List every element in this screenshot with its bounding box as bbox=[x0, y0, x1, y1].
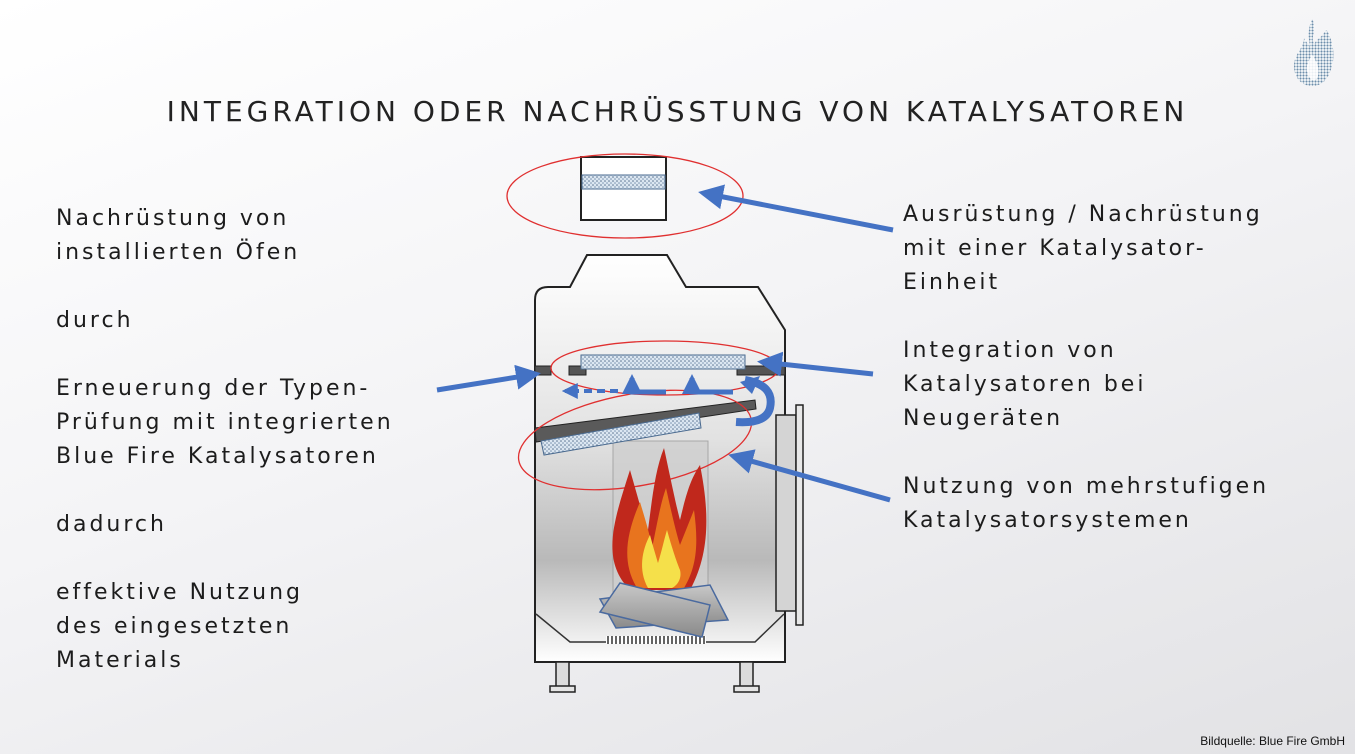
fire-flame bbox=[612, 448, 707, 590]
label-line: Ausrüstung / Nachrüstung bbox=[903, 202, 1263, 227]
arrow-to-lower-catalyst bbox=[728, 449, 891, 503]
arrow-to-baffle bbox=[436, 364, 541, 393]
image-credit: Bildquelle: Blue Fire GmbH bbox=[1200, 734, 1345, 748]
retrofit-catalyst-unit bbox=[580, 156, 667, 221]
label-line: Katalysatorsystemen bbox=[903, 508, 1192, 533]
inclined-baffle bbox=[534, 399, 757, 443]
label-line: mit einer Katalysator- bbox=[903, 236, 1207, 261]
label-line: Neugeräten bbox=[903, 406, 1064, 431]
firewood-logs bbox=[598, 582, 730, 638]
left-description: Nachrüstung von installierten Öfen durch… bbox=[56, 202, 456, 678]
label-line: Einheit bbox=[903, 270, 1001, 295]
page-title: INTEGRATION ODER NACHRÜSSTUNG VON KATALY… bbox=[166, 95, 1189, 128]
left-text-line: durch bbox=[56, 308, 134, 333]
air-grate bbox=[606, 636, 706, 644]
left-text-line: Erneuerung der Typen- bbox=[56, 376, 371, 401]
left-text-line: dadurch bbox=[56, 512, 167, 537]
label-line: Integration von bbox=[903, 338, 1117, 363]
integrated-catalyst bbox=[580, 354, 746, 370]
left-text-line: effektive Nutzung bbox=[56, 580, 304, 605]
left-text-line: Prüfung mit integrierten bbox=[56, 410, 394, 435]
left-text-line: des eingesetzten bbox=[56, 614, 293, 639]
label-line: Nutzung von mehrstufigen bbox=[903, 474, 1270, 499]
left-text-line: Materials bbox=[56, 648, 184, 673]
label-line: Katalysatoren bei bbox=[903, 372, 1147, 397]
label-retrofit-unit: Ausrüstung / Nachrüstung mit einer Katal… bbox=[903, 198, 1343, 300]
left-text-line: installierten Öfen bbox=[56, 240, 301, 265]
label-new-devices: Integration von Katalysatoren bei Neuger… bbox=[903, 334, 1343, 436]
multistage-catalyst bbox=[540, 412, 702, 456]
left-text-line: Blue Fire Katalysatoren bbox=[56, 444, 379, 469]
arrow-to-top-unit bbox=[698, 184, 894, 233]
gas-flow-arrows bbox=[561, 374, 775, 427]
arrow-to-integrated-catalyst bbox=[757, 351, 874, 377]
left-text-line: Nachrüstung von bbox=[56, 206, 290, 231]
highlight-ellipse-top bbox=[506, 153, 744, 239]
flame-logo-icon bbox=[1294, 19, 1334, 86]
label-multistage: Nutzung von mehrstufigen Katalysatorsyst… bbox=[903, 470, 1343, 538]
